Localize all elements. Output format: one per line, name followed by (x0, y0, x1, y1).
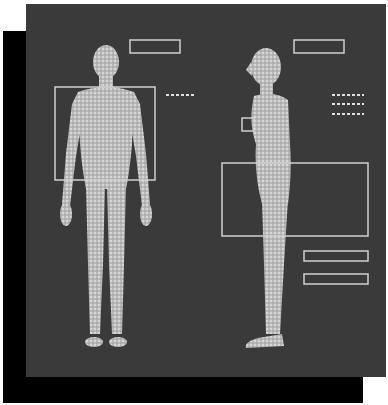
side-waist-measurement-box (222, 163, 368, 236)
front-body-figure (60, 45, 152, 347)
front-head-label-box (130, 40, 180, 53)
side-label-box-2 (304, 274, 368, 284)
body-scan-illustration (26, 4, 386, 377)
side-label-box-1 (304, 251, 368, 261)
side-body-figure (246, 48, 291, 348)
side-head-label-box (294, 40, 344, 53)
body-scan-panel (26, 4, 386, 377)
